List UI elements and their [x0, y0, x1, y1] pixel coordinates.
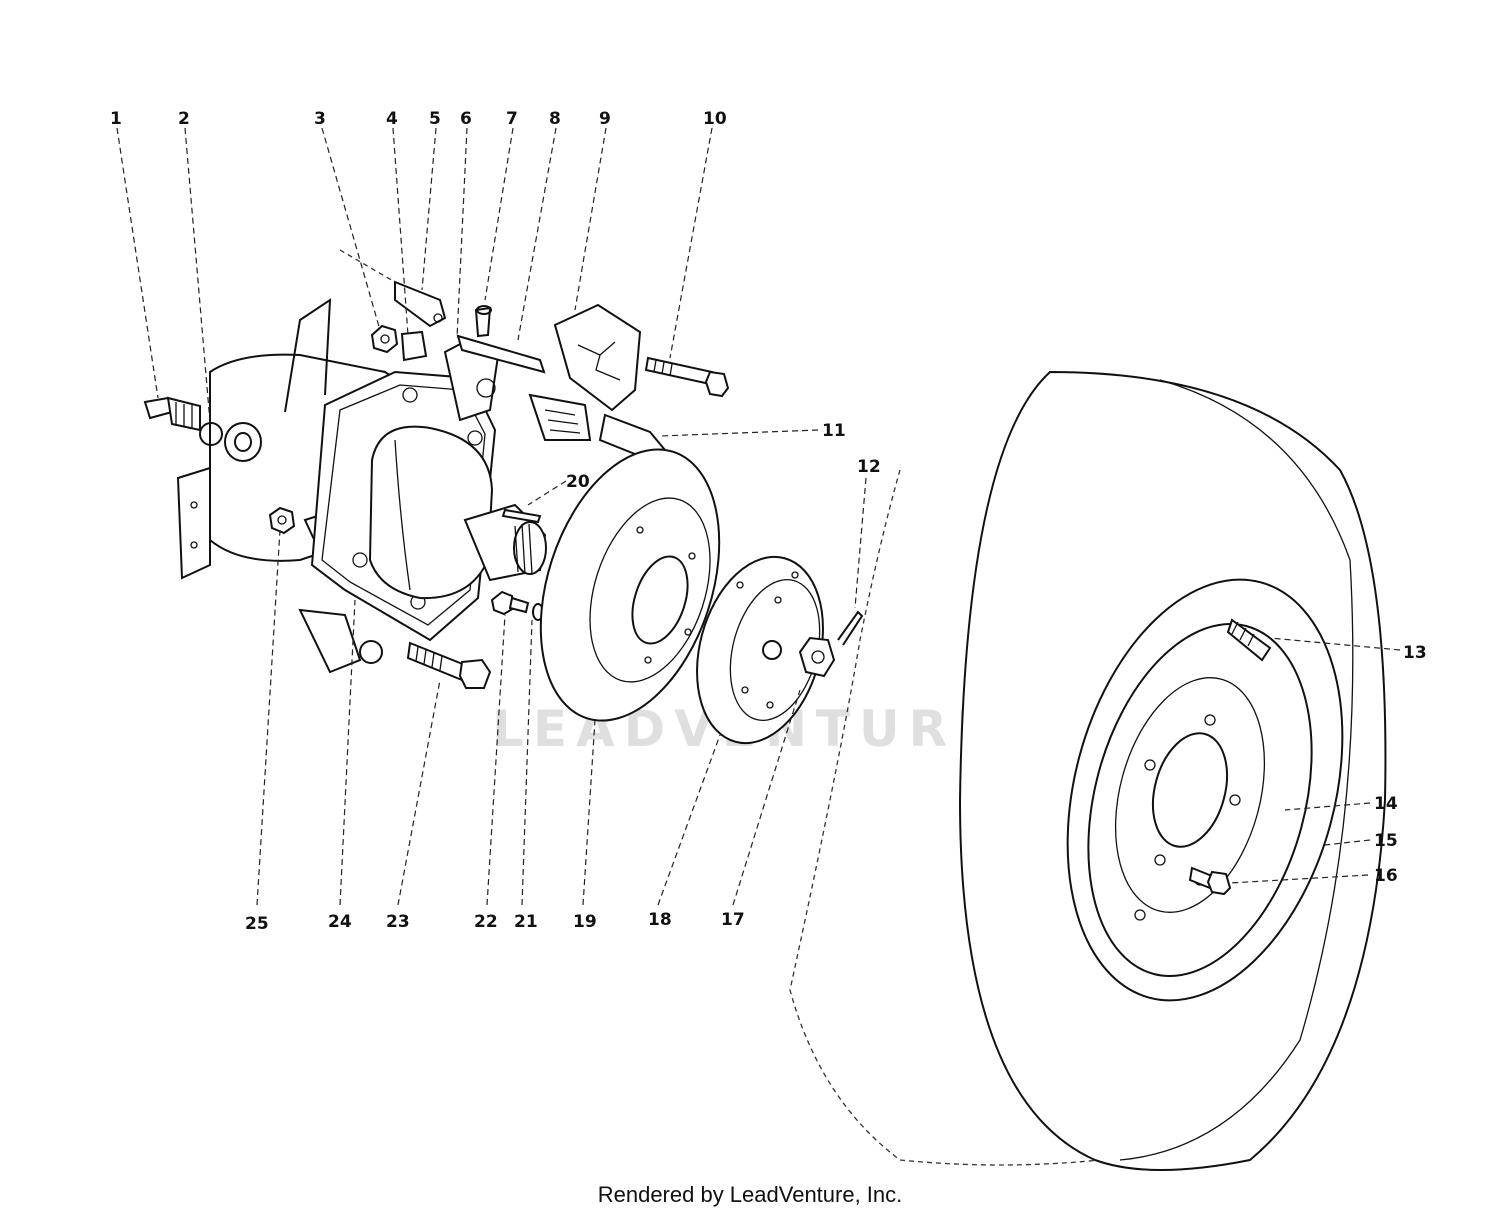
caliper-bolt [644, 356, 730, 398]
callout-20: 20 [566, 472, 590, 492]
callout-23: 23 [386, 912, 410, 932]
seal-ring [199, 422, 223, 446]
callout-25: 25 [245, 914, 269, 934]
grease-fitting [143, 396, 201, 432]
callout-labels: 1 2 3 4 5 6 7 8 9 10 11 12 13 14 15 16 1… [110, 109, 1427, 934]
hub-adapter [696, 555, 824, 745]
callout-1: 1 [110, 109, 122, 129]
castle-nut [798, 636, 836, 678]
lug-bolt [1188, 866, 1232, 896]
callout-11: 11 [822, 421, 846, 441]
callout-3: 3 [314, 109, 326, 129]
callout-6: 6 [460, 109, 472, 129]
cotter-pin [837, 610, 864, 646]
callout-21: 21 [514, 912, 538, 932]
callout-7: 7 [506, 109, 518, 129]
brake-lever [456, 305, 546, 374]
callout-17: 17 [721, 910, 745, 930]
leader-lines [116, 127, 1401, 906]
callout-16: 16 [1374, 866, 1398, 886]
hex-bolt-lower [406, 641, 492, 689]
callout-4: 4 [386, 109, 398, 129]
brake-disc [539, 448, 721, 722]
callout-9: 9 [599, 109, 611, 129]
callout-15: 15 [1374, 831, 1398, 851]
callout-24: 24 [328, 912, 352, 932]
woodruff-key [501, 508, 542, 524]
callout-19: 19 [573, 912, 597, 932]
nut-and-spacer [370, 324, 428, 362]
tire [789, 370, 1387, 1171]
callout-10: 10 [703, 109, 727, 129]
hex-nut-lower [268, 506, 296, 535]
wheel-rim [1087, 623, 1313, 977]
brake-cable [339, 249, 447, 328]
callout-8: 8 [549, 109, 561, 129]
brake-caliper [528, 303, 642, 441]
bearing-cup [224, 422, 262, 462]
small-bolt [490, 590, 530, 616]
callout-2: 2 [178, 109, 190, 129]
callout-14: 14 [1374, 794, 1398, 814]
callout-22: 22 [474, 912, 498, 932]
hub-dome [368, 425, 494, 600]
callout-18: 18 [648, 910, 672, 930]
wheel-stud [1226, 618, 1272, 662]
callout-13: 13 [1403, 643, 1427, 663]
callout-12: 12 [857, 457, 881, 477]
footer-credit: Rendered by LeadVenture, Inc. [597, 1182, 903, 1207]
callout-5: 5 [429, 109, 441, 129]
spindle-shaft [463, 503, 547, 582]
